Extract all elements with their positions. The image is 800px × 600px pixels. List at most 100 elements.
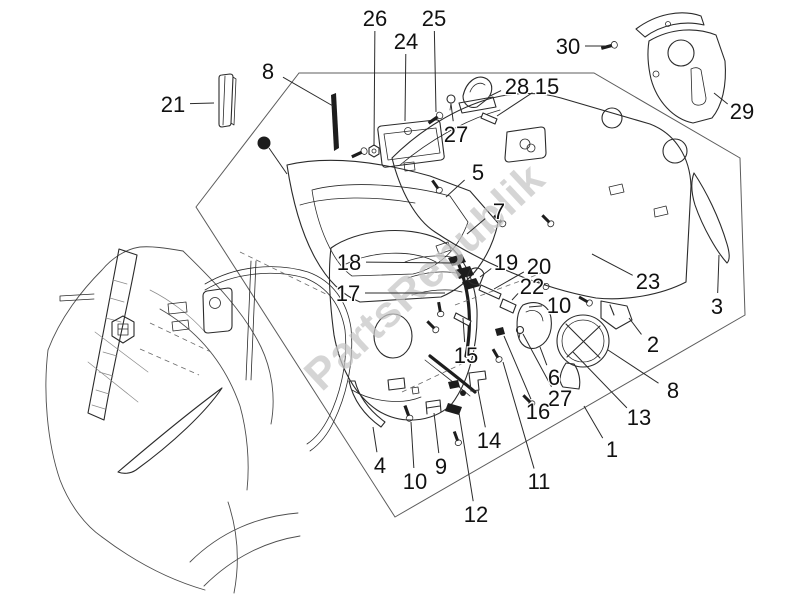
leader-line-23 — [591, 253, 633, 276]
c-cover-bracket — [516, 302, 552, 349]
glovebox-body — [329, 229, 478, 421]
screw-icon — [522, 394, 536, 408]
leader-line-2 — [628, 317, 642, 335]
screw-icon — [600, 41, 618, 50]
leader-line-13 — [572, 351, 628, 409]
callout-label-17: 17 — [336, 281, 360, 306]
leader-line-15 — [496, 92, 533, 117]
leader-line-18 — [365, 261, 453, 264]
callout-label-10: 10 — [403, 469, 427, 494]
callout-label-26: 26 — [363, 6, 387, 31]
front-cover-panel — [286, 159, 499, 303]
rivet-icon — [515, 325, 525, 340]
callout-label-5: 5 — [472, 160, 484, 185]
leader-line-1 — [583, 405, 604, 439]
callout-label-12: 12 — [464, 502, 488, 527]
leader-line-27 — [450, 103, 454, 122]
leader-line-12 — [458, 412, 474, 502]
leader-line-10 — [528, 305, 543, 308]
screw-icon — [437, 301, 445, 318]
leader-line-16 — [503, 335, 532, 400]
callout-label-6: 6 — [548, 365, 560, 390]
fasteners — [351, 41, 618, 447]
glovebox-lid — [377, 119, 445, 172]
leader-line-6 — [539, 346, 548, 366]
callout-label-13: 13 — [627, 405, 651, 430]
construction-dashed-lines — [139, 322, 212, 376]
callout-label-19: 19 — [494, 250, 518, 275]
callout-label-4: 4 — [374, 453, 386, 478]
callout-label-11: 11 — [528, 469, 551, 494]
screw-icon — [403, 404, 414, 422]
callout-label-30: 30 — [556, 34, 580, 59]
trim-strip — [348, 380, 386, 428]
callout-label-24: 24 — [394, 29, 418, 54]
callout-label-22: 22 — [520, 274, 544, 299]
support-bracket — [600, 300, 633, 330]
callout-label-9: 9 — [435, 454, 447, 479]
callout-label-25: 25 — [422, 6, 446, 31]
callout-label-8: 8 — [667, 378, 679, 403]
screw-icon — [351, 147, 368, 159]
latch-hook — [458, 76, 497, 114]
nut-icon — [368, 144, 380, 158]
callout-label-27: 27 — [548, 386, 572, 411]
callout-label-2: 2 — [647, 332, 659, 357]
leader-line-21 — [189, 102, 215, 105]
diagram-frame-border — [195, 72, 746, 518]
kick-panel — [635, 12, 726, 124]
callout-label-29: 29 — [730, 99, 754, 124]
small-clips-brackets — [387, 327, 505, 415]
leader-line-24 — [404, 53, 407, 122]
leader-line-25 — [433, 30, 437, 113]
leader-line-26 — [373, 30, 376, 147]
leader-line-28 — [489, 90, 502, 97]
brand-emblem — [111, 315, 135, 344]
callout-label-7: 7 — [493, 199, 505, 224]
leader-line-19 — [479, 268, 492, 278]
legshield-frame-wireframe — [59, 260, 353, 452]
leader-line-4 — [372, 426, 378, 453]
leader-line-3 — [717, 254, 720, 294]
headlight-swoosh — [117, 387, 223, 474]
rubber-pad — [218, 73, 237, 128]
leader-line-9 — [433, 412, 440, 454]
screw-icon — [541, 214, 555, 228]
seal-strip — [331, 93, 339, 151]
screw-icon — [431, 179, 443, 194]
screw-icon — [535, 277, 550, 291]
side-deflector-panel — [691, 172, 730, 264]
leader-line-27 — [522, 333, 552, 387]
reference-dot — [257, 136, 288, 175]
leader-lines — [189, 30, 729, 502]
leader-line-20 — [493, 271, 525, 290]
fairing-spine — [87, 248, 138, 421]
callout-label-23: 23 — [636, 269, 660, 294]
shield-detail-lines — [87, 289, 206, 403]
leader-line-7 — [466, 218, 486, 235]
screw-icon — [452, 430, 462, 447]
callout-label-28: 28 — [505, 74, 529, 99]
leader-line-14 — [477, 389, 486, 428]
callout-label-15: 15 — [535, 74, 559, 99]
leader-line-5 — [445, 179, 465, 198]
assembly-dashed-lines — [239, 251, 551, 393]
screw-icon — [491, 348, 503, 363]
callout-label-16: 16 — [526, 399, 550, 424]
leader-line-22 — [511, 293, 519, 301]
callout-label-1: 1 — [606, 437, 618, 462]
screw-icon — [427, 111, 444, 125]
callout-label-10: 10 — [547, 293, 571, 318]
callout-label-15: 15 — [454, 343, 478, 368]
screw-icon — [426, 320, 440, 334]
leader-line-29 — [713, 92, 729, 105]
scooter-front-sketch — [45, 246, 301, 594]
pins-and-spacers — [453, 112, 517, 327]
leader-line-10 — [410, 421, 415, 469]
callout-label-14: 14 — [477, 428, 501, 453]
callout-label-27: 27 — [444, 122, 468, 147]
leader-line-8 — [282, 76, 334, 107]
